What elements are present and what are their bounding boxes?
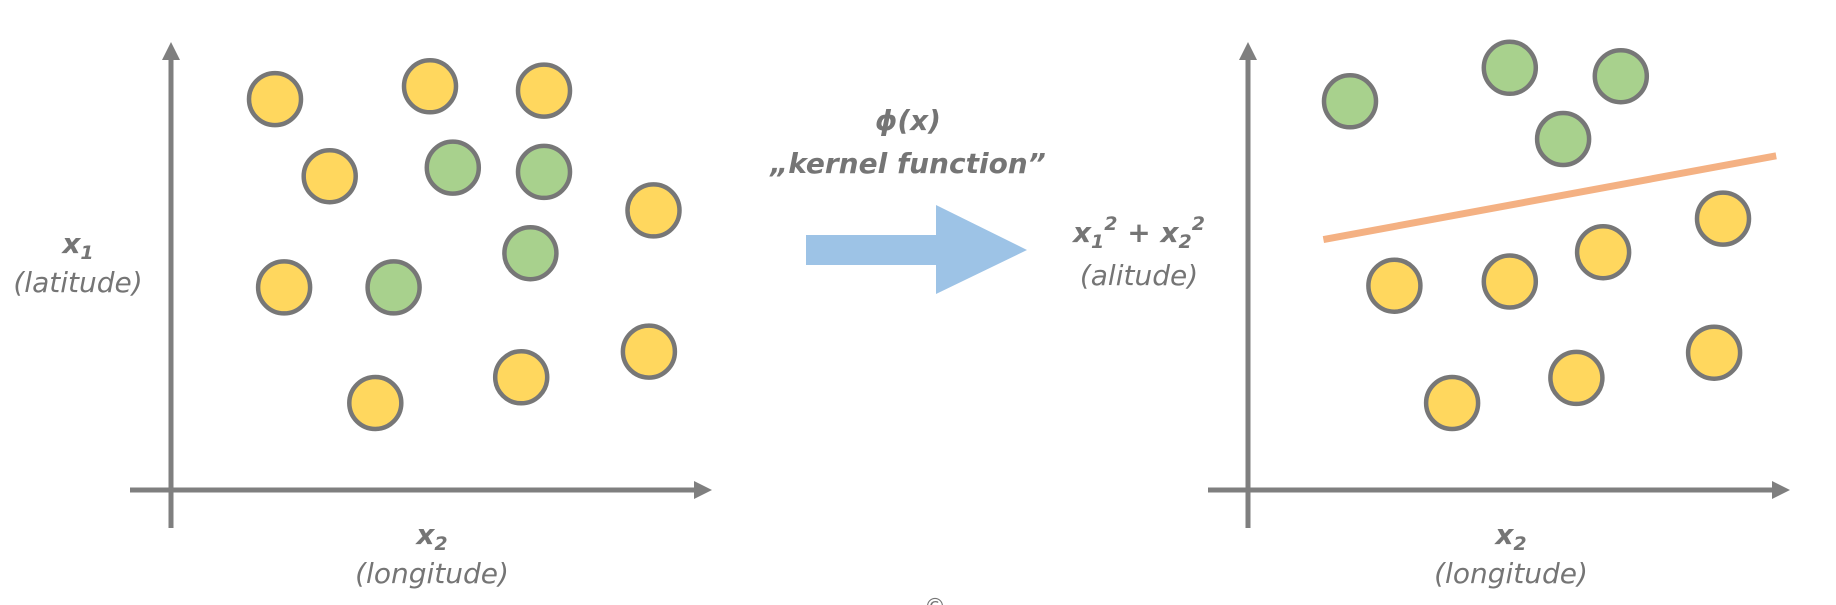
left-point-yellow-2 xyxy=(401,58,459,115)
left-point-green-6 xyxy=(515,143,573,201)
left-point-green-9 xyxy=(365,259,422,316)
right-y-label: x12 + x22 xyxy=(1071,213,1205,253)
right-point-yellow-8 xyxy=(1481,253,1539,310)
left-points xyxy=(246,58,682,432)
right-x-axis-arrowhead xyxy=(1772,481,1790,499)
right-point-green-1 xyxy=(1321,73,1379,130)
left-point-green-10 xyxy=(502,224,559,282)
copyright-mark: © xyxy=(924,595,946,605)
right-point-yellow-11 xyxy=(1423,374,1481,432)
right-x-label: x2 xyxy=(1493,518,1526,555)
right-point-yellow-6 xyxy=(1574,223,1632,281)
left-x-axis-arrowhead xyxy=(694,481,712,499)
left-x-desc: (longitude) xyxy=(355,557,509,590)
right-point-green-4 xyxy=(1534,110,1592,168)
left-y-label: x1 xyxy=(60,227,93,264)
right-points xyxy=(1321,39,1752,432)
right-x-label-sub: 2 xyxy=(1513,533,1526,555)
right-y-desc: (alitude) xyxy=(1080,259,1198,292)
left-point-yellow-4 xyxy=(301,147,358,205)
left-point-yellow-11 xyxy=(620,323,678,380)
left-point-yellow-8 xyxy=(255,259,313,316)
separator-line xyxy=(1322,152,1777,244)
right-point-yellow-7 xyxy=(1366,257,1423,314)
right-y-axis-arrowhead xyxy=(1239,42,1257,60)
left-point-green-5 xyxy=(424,139,482,196)
transform-subtitle: „kernel function” xyxy=(769,147,1046,180)
left-y-axis-arrowhead xyxy=(162,42,180,60)
left-y-desc: (latitude) xyxy=(13,266,142,299)
left-point-yellow-12 xyxy=(492,349,550,406)
left-x-label: x2 xyxy=(414,518,447,555)
left-point-yellow-7 xyxy=(625,182,682,239)
right-plot: x12 + x22 (alitude) x2 (longitude) xyxy=(1071,39,1790,590)
left-y-label-sub: 1 xyxy=(80,242,93,264)
transform-arrow xyxy=(806,205,1027,294)
transform-arrow-group: ϕ(x) „kernel function” xyxy=(769,104,1046,294)
transform-title: ϕ(x) xyxy=(875,104,941,137)
right-point-green-3 xyxy=(1592,47,1650,105)
left-point-yellow-1 xyxy=(246,70,304,128)
right-point-yellow-9 xyxy=(1685,324,1743,381)
right-point-yellow-5 xyxy=(1694,190,1752,247)
left-point-yellow-13 xyxy=(347,374,404,432)
left-plot: x1 (latitude) x2 (longitude) xyxy=(13,42,712,590)
right-x-desc: (longitude) xyxy=(1434,557,1588,590)
right-point-yellow-10 xyxy=(1548,349,1605,407)
left-point-yellow-3 xyxy=(515,62,573,119)
left-x-label-sub: 2 xyxy=(434,533,447,555)
right-point-green-2 xyxy=(1481,39,1539,97)
